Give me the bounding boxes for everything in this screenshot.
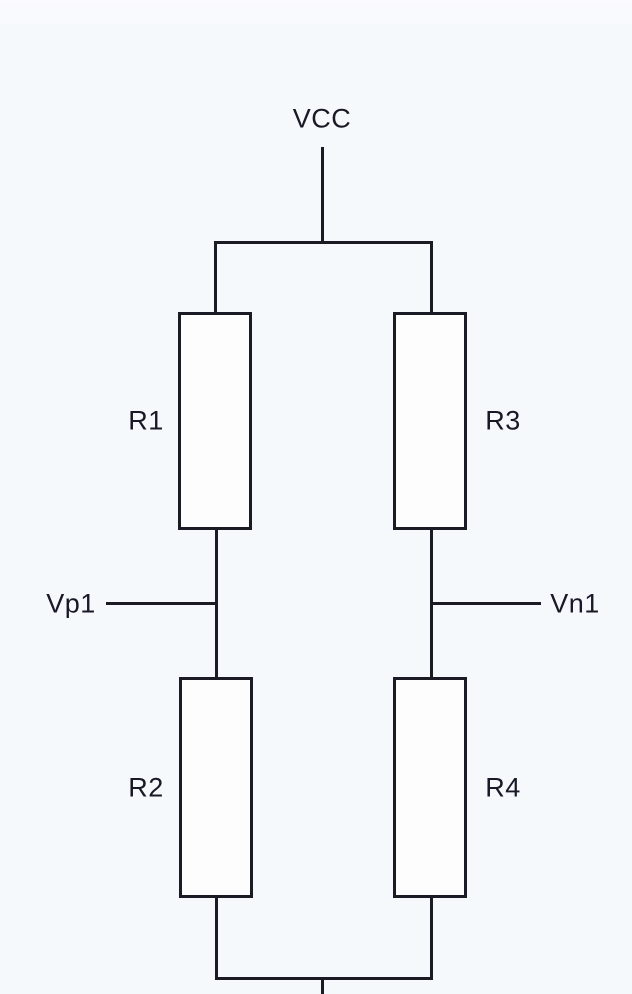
wire-vp1-tap [106, 602, 216, 605]
resistor-r2-body [179, 677, 253, 898]
wire-right-mid [430, 530, 433, 678]
resistor-r4-body [393, 677, 467, 898]
resistor-r4-label: R4 [485, 772, 521, 803]
vcc-label: VCC [292, 103, 352, 134]
vn1-label: Vn1 [550, 588, 600, 619]
resistor-r3-body [393, 312, 467, 530]
resistor-r2-label: R2 [128, 772, 164, 803]
resistor-r1-label: R1 [128, 405, 164, 436]
resistor-r3-label: R3 [485, 405, 521, 436]
wire-vn1-tap [432, 602, 541, 605]
wire-vcc-feed [321, 147, 324, 243]
wire-left-mid [215, 530, 218, 678]
wire-bottom-rail [215, 977, 433, 980]
wire-left-drop [214, 241, 217, 314]
wire-right-drop [430, 241, 433, 314]
wire-right-bottom [430, 898, 433, 980]
wire-left-bottom [215, 898, 218, 980]
resistor-r1-body [178, 312, 252, 530]
wire-top-rail [214, 241, 433, 244]
wire-bottom-stub [321, 977, 324, 994]
vp1-label: Vp1 [46, 588, 96, 619]
